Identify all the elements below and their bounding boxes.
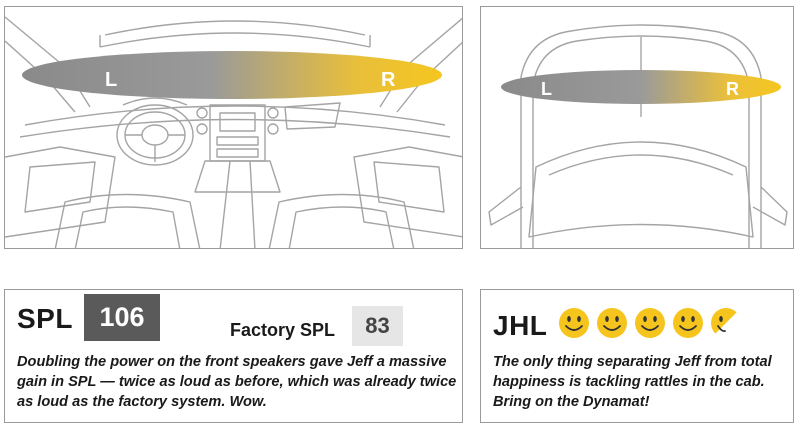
right-channel-label-top: R xyxy=(726,79,739,99)
smiley-face-icon xyxy=(711,308,737,334)
jhl-label: JHL xyxy=(493,310,548,341)
smiley-face-icon xyxy=(597,308,627,338)
cab-top-view-illustration: L R xyxy=(480,6,794,249)
truck-top-view-drawing: L R xyxy=(488,24,788,248)
smiley-face-icon xyxy=(559,308,589,338)
stereo-soundstage-gradient xyxy=(22,51,442,99)
spl-description: Doubling the power on the front speakers… xyxy=(17,354,457,410)
left-channel-label-top: L xyxy=(541,79,552,99)
jhl-panel: JHL The only thing separating Jeff from … xyxy=(480,289,794,423)
jhl-description: The only thing separating Jeff from tota… xyxy=(493,354,772,410)
jhl-smiley-rating xyxy=(559,308,737,338)
factory-spl-value-badge: 83 xyxy=(352,306,403,346)
stereo-soundstage-gradient-top xyxy=(501,70,781,104)
right-channel-label: R xyxy=(381,69,396,91)
spl-value-badge: 106 xyxy=(84,294,160,341)
smiley-face-icon xyxy=(635,308,665,338)
spl-panel: SPL 106 Factory SPL 83 Doubling the powe… xyxy=(4,289,463,423)
truck-interior-drawing: L R xyxy=(5,16,462,248)
smiley-face-icon xyxy=(673,308,703,338)
left-channel-label: L xyxy=(105,69,117,91)
cab-interior-illustration: L R xyxy=(4,6,463,249)
factory-spl-label: Factory SPL xyxy=(230,320,336,340)
spl-label: SPL xyxy=(17,303,73,334)
